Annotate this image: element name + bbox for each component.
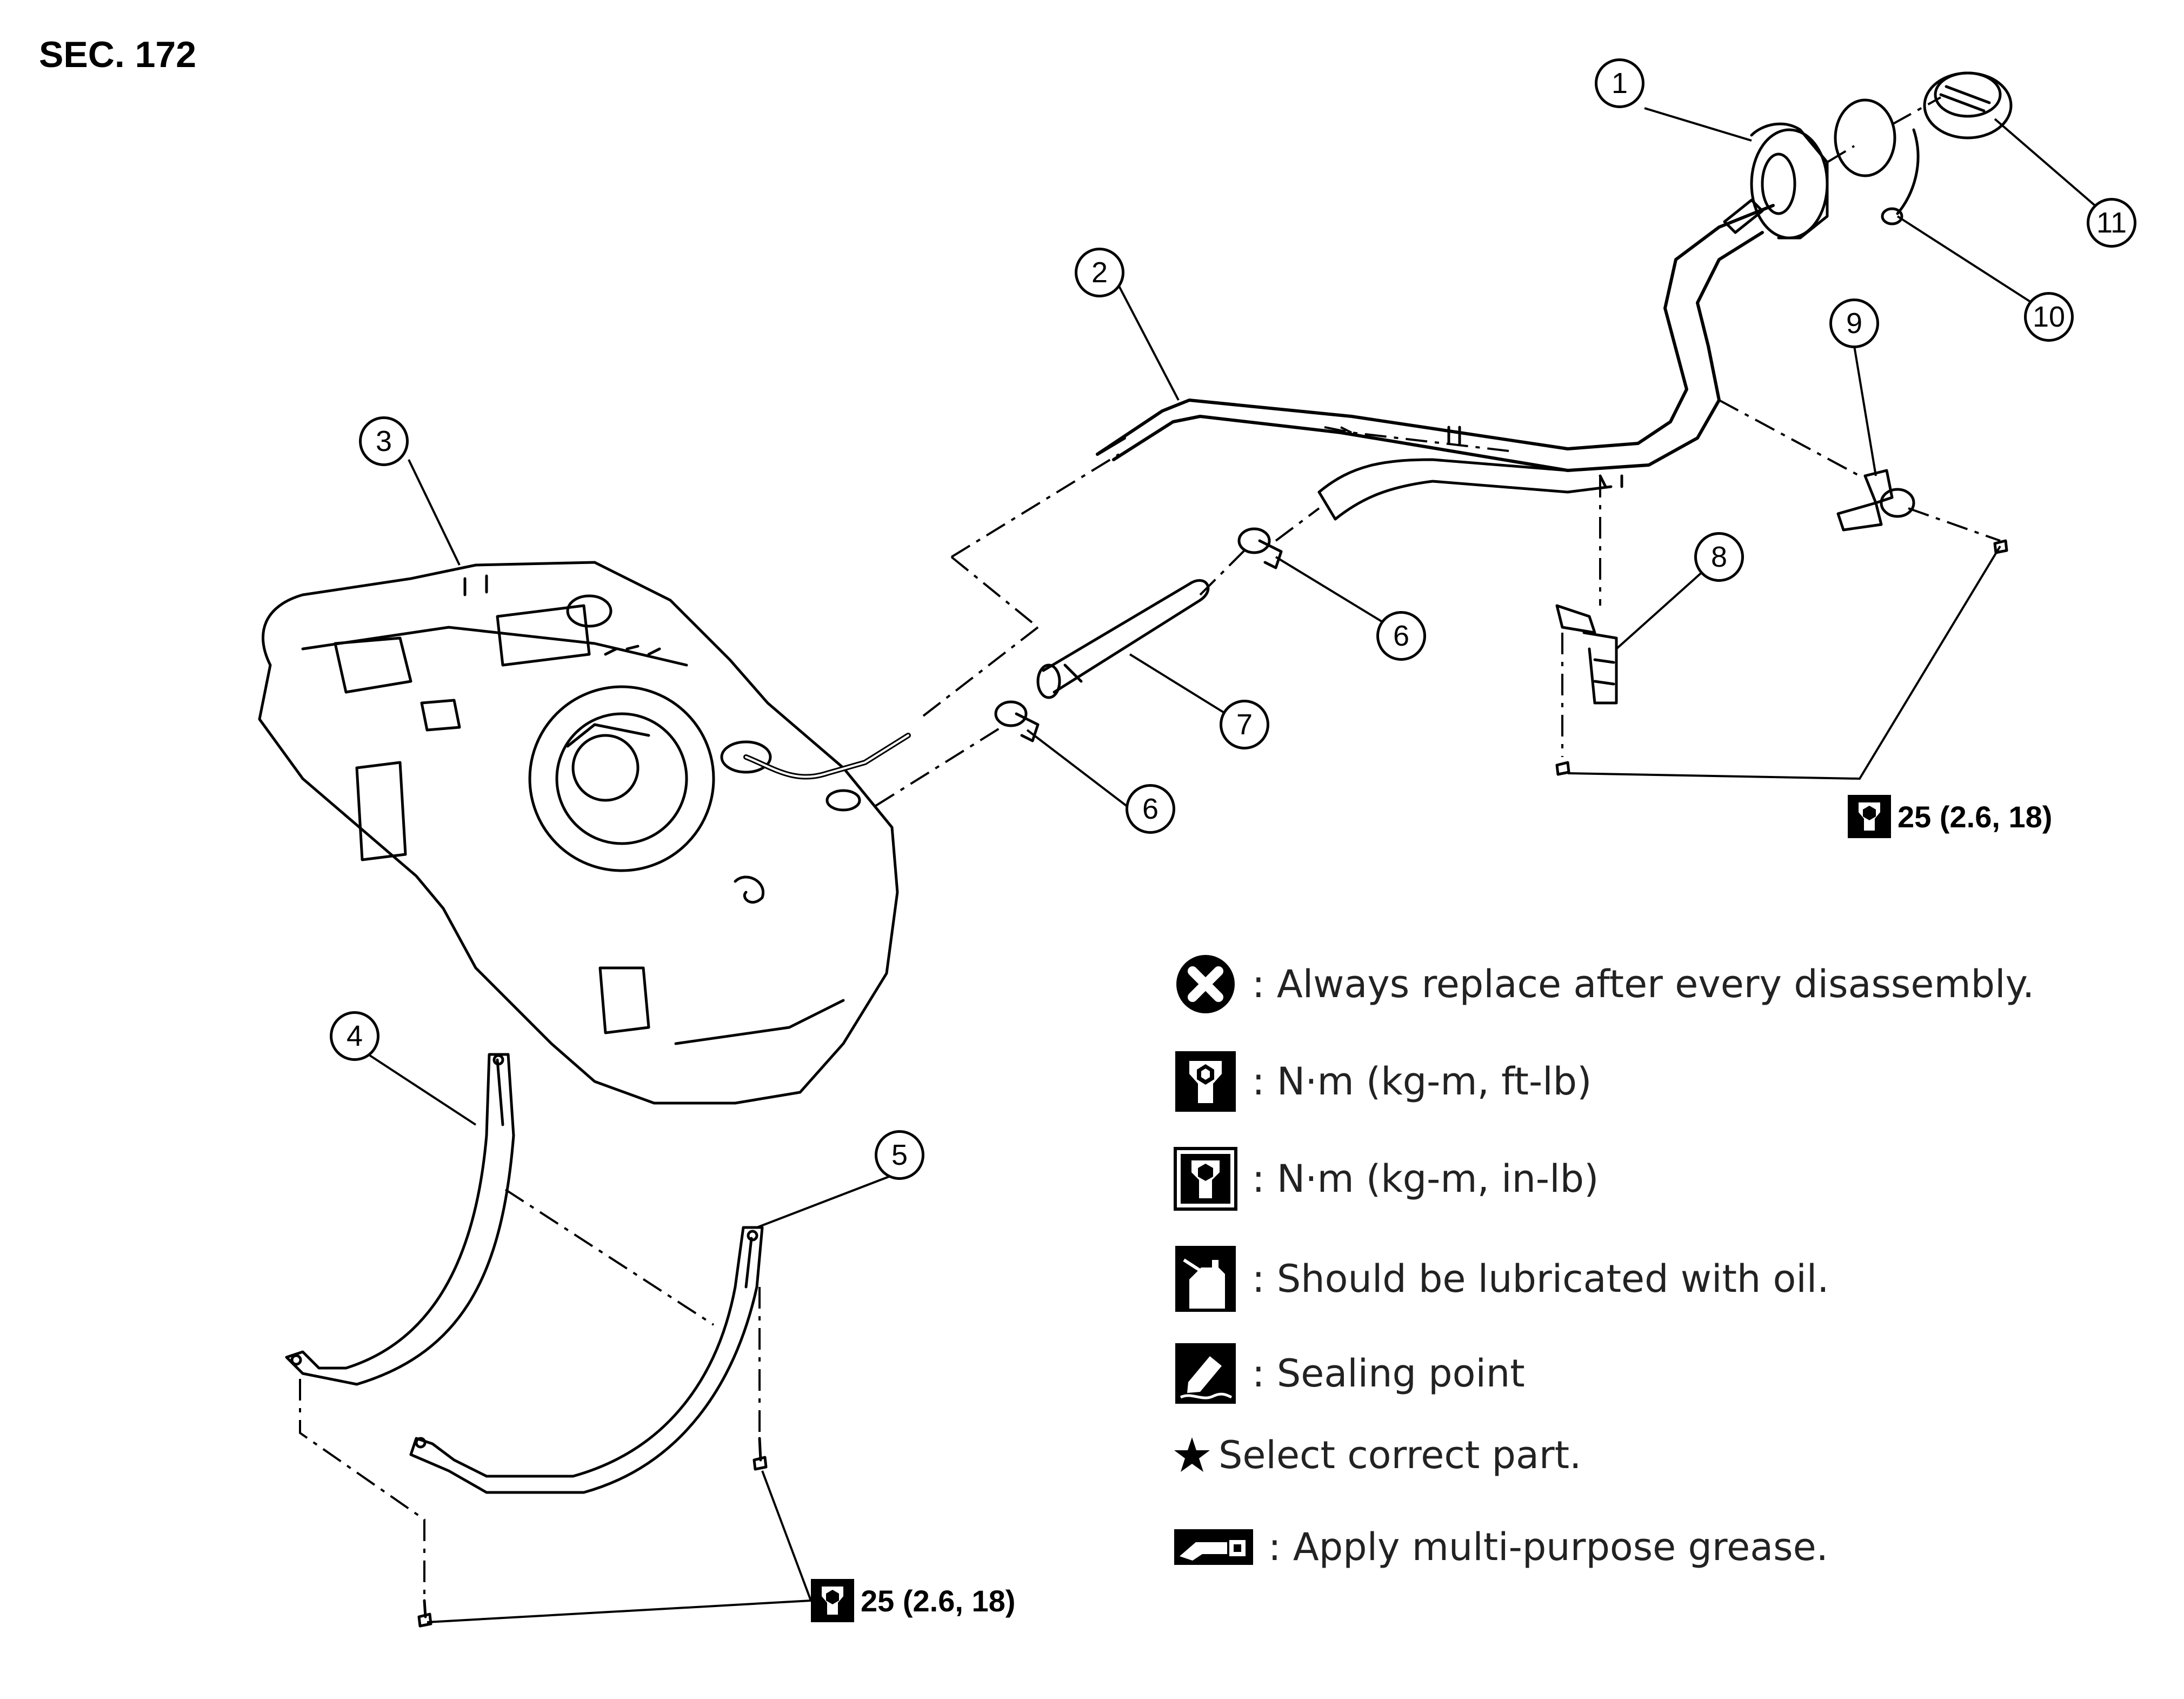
legend-text: : Sealing point [1252,1351,1525,1396]
torque-value: 25 (2.6, 18) [1897,799,2053,834]
legend-text: : N·m (kg-m, ft-lb) [1252,1059,1592,1104]
legend-text: : Should be lubricated with oil. [1252,1257,1829,1301]
callout-7: 7 [1220,700,1269,749]
always-replace-icon [1176,955,1235,1013]
sealing-point-icon [1175,1343,1236,1404]
hose-clamp-upper [1237,527,1283,569]
legend-item: : Apply multi-purpose grease. [1173,1525,1828,1569]
bolt-band-right [753,1437,768,1471]
callout-8: 8 [1694,532,1744,582]
callout-5: 5 [875,1130,924,1180]
callout-11: 11 [2087,198,2136,248]
callout-4: 4 [330,1011,379,1061]
filler-clip [1836,469,1915,532]
legend-item: : N·m (kg-m, ft-lb) [1173,1049,1592,1114]
legend-text: : Apply multi-purpose grease. [1268,1525,1828,1569]
callout-1: 1 [1595,58,1644,108]
bolt-band-left [417,1599,432,1628]
callout-3: 3 [359,416,409,466]
callout-6-lower: 6 [1126,784,1175,834]
grease-gun-icon [1174,1529,1253,1565]
legend-item: Select correct part. [1173,1433,1581,1477]
legend-item: : N·m (kg-m, in-lb) [1173,1146,1599,1211]
filler-gasket [1834,98,1896,177]
legend-text: : Always replace after every disassembly… [1252,962,2035,1006]
callout-2: 2 [1075,248,1124,297]
filler-tube [1096,204,1775,521]
bolt-upper-right [1993,539,2008,554]
legend-item: : Sealing point [1173,1341,1525,1406]
filler-neck-cup [1723,122,1829,240]
legend-text: Select correct part. [1218,1433,1582,1477]
fuel-cap [1923,71,2013,140]
filler-bracket [1555,604,1618,705]
callout-10: 10 [2024,292,2074,342]
legend-item: : Should be lubricated with oil. [1173,1244,1829,1314]
torque-ft-lb-icon [811,1579,854,1622]
fuel-tank [258,561,899,1105]
torque-spec-lower: 25 (2.6, 18) [811,1579,1015,1622]
torque-in-lb-icon [1174,1147,1237,1211]
tank-band-front [285,1053,515,1386]
torque-value: 25 (2.6, 18) [861,1583,1016,1618]
fuel-cap-tether [1896,128,1920,215]
torque-ft-lb-icon [1175,1051,1236,1112]
callout-6-upper: 6 [1376,611,1426,661]
callout-9: 9 [1829,298,1879,348]
tank-band-rear [409,1226,764,1494]
star-icon [1174,1437,1210,1472]
vent-hose [1036,579,1210,699]
torque-ft-lb-icon [1848,795,1891,838]
legend-text: : N·m (kg-m, in-lb) [1252,1157,1599,1201]
oil-can-icon [1175,1246,1236,1312]
hose-clamp-lower [994,700,1040,742]
bolt-bracket [1555,761,1570,776]
section-title: SEC. 172 [39,34,197,75]
torque-spec-upper: 25 (2.6, 18) [1848,795,2052,838]
legend-item: : Always replace after every disassembly… [1173,952,2034,1017]
